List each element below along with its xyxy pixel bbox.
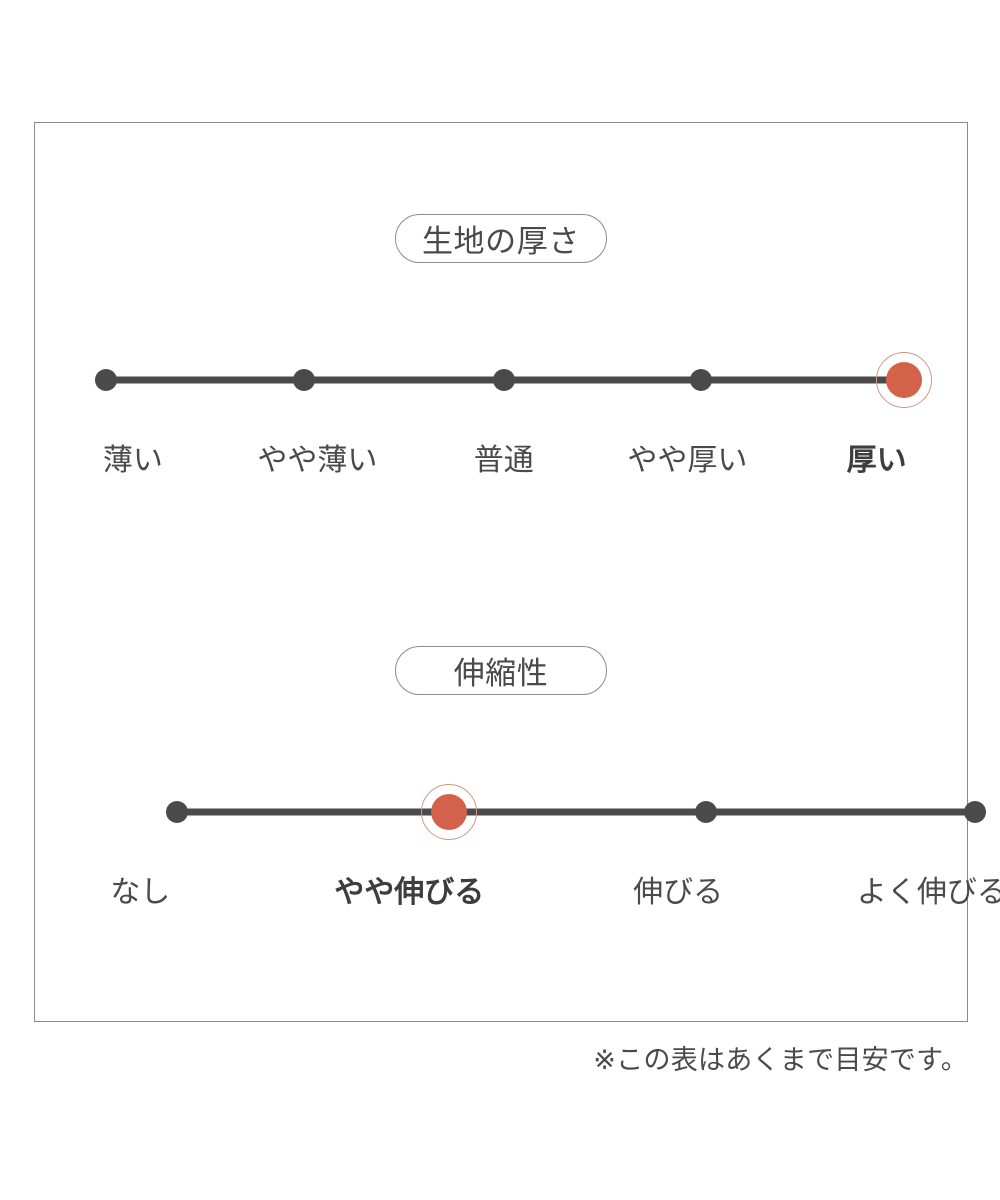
scale-label-stretch-2: 伸びる bbox=[633, 876, 724, 909]
section-heading-stretch-wrap: 伸縮性 bbox=[35, 646, 967, 695]
scale-label-thickness-0: 薄い bbox=[102, 444, 163, 477]
scale-dot-stretch-3[interactable] bbox=[964, 801, 986, 823]
footnote-disclaimer: ※この表はあくまで目安です。 bbox=[593, 1045, 968, 1075]
scale-label-stretch-1-selected: やや伸びる bbox=[334, 876, 485, 909]
scale-thickness bbox=[95, 352, 932, 408]
scale-dot-stretch-0[interactable] bbox=[166, 801, 188, 823]
section-heading-thickness: 生地の厚さ bbox=[394, 214, 608, 263]
scale-dot-thickness-3[interactable] bbox=[690, 369, 713, 391]
section-heading-stretch: 伸縮性 bbox=[395, 646, 607, 695]
scale-dot-stretch-2[interactable] bbox=[695, 801, 718, 823]
scale-label-thickness-2: 普通 bbox=[473, 444, 534, 477]
scale-dot-thickness-1[interactable] bbox=[292, 369, 315, 391]
scale-label-thickness-1: やや薄い bbox=[257, 444, 378, 477]
scale-dot-thickness-0[interactable] bbox=[95, 369, 117, 391]
scale-track-stretch bbox=[177, 808, 975, 816]
scale-labels-stretch: なし やや伸びる 伸びる よく伸びる bbox=[106, 870, 1000, 916]
section-heading-thickness-wrap: 生地の厚さ bbox=[35, 214, 967, 263]
scale-dot-stretch-1-selected[interactable] bbox=[421, 784, 478, 840]
spec-frame: 生地の厚さ 薄い やや薄い 普通 やや厚い 厚い 伸縮性 bbox=[34, 122, 1000, 1022]
scale-labels-thickness: 薄い やや薄い 普通 やや厚い 厚い bbox=[35, 438, 967, 484]
scale-stretch bbox=[166, 784, 986, 840]
scale-label-stretch-3: よく伸びる bbox=[856, 876, 1000, 909]
scale-group-stretch: なし やや伸びる 伸びる よく伸びる bbox=[106, 784, 1000, 932]
scale-label-stretch-0: なし bbox=[110, 876, 171, 909]
scale-dot-thickness-2[interactable] bbox=[493, 369, 516, 391]
scale-label-thickness-3: やや厚い bbox=[627, 444, 748, 477]
scale-dot-thickness-4-selected[interactable] bbox=[876, 352, 932, 408]
scale-label-thickness-4-selected: 厚い bbox=[846, 444, 907, 477]
